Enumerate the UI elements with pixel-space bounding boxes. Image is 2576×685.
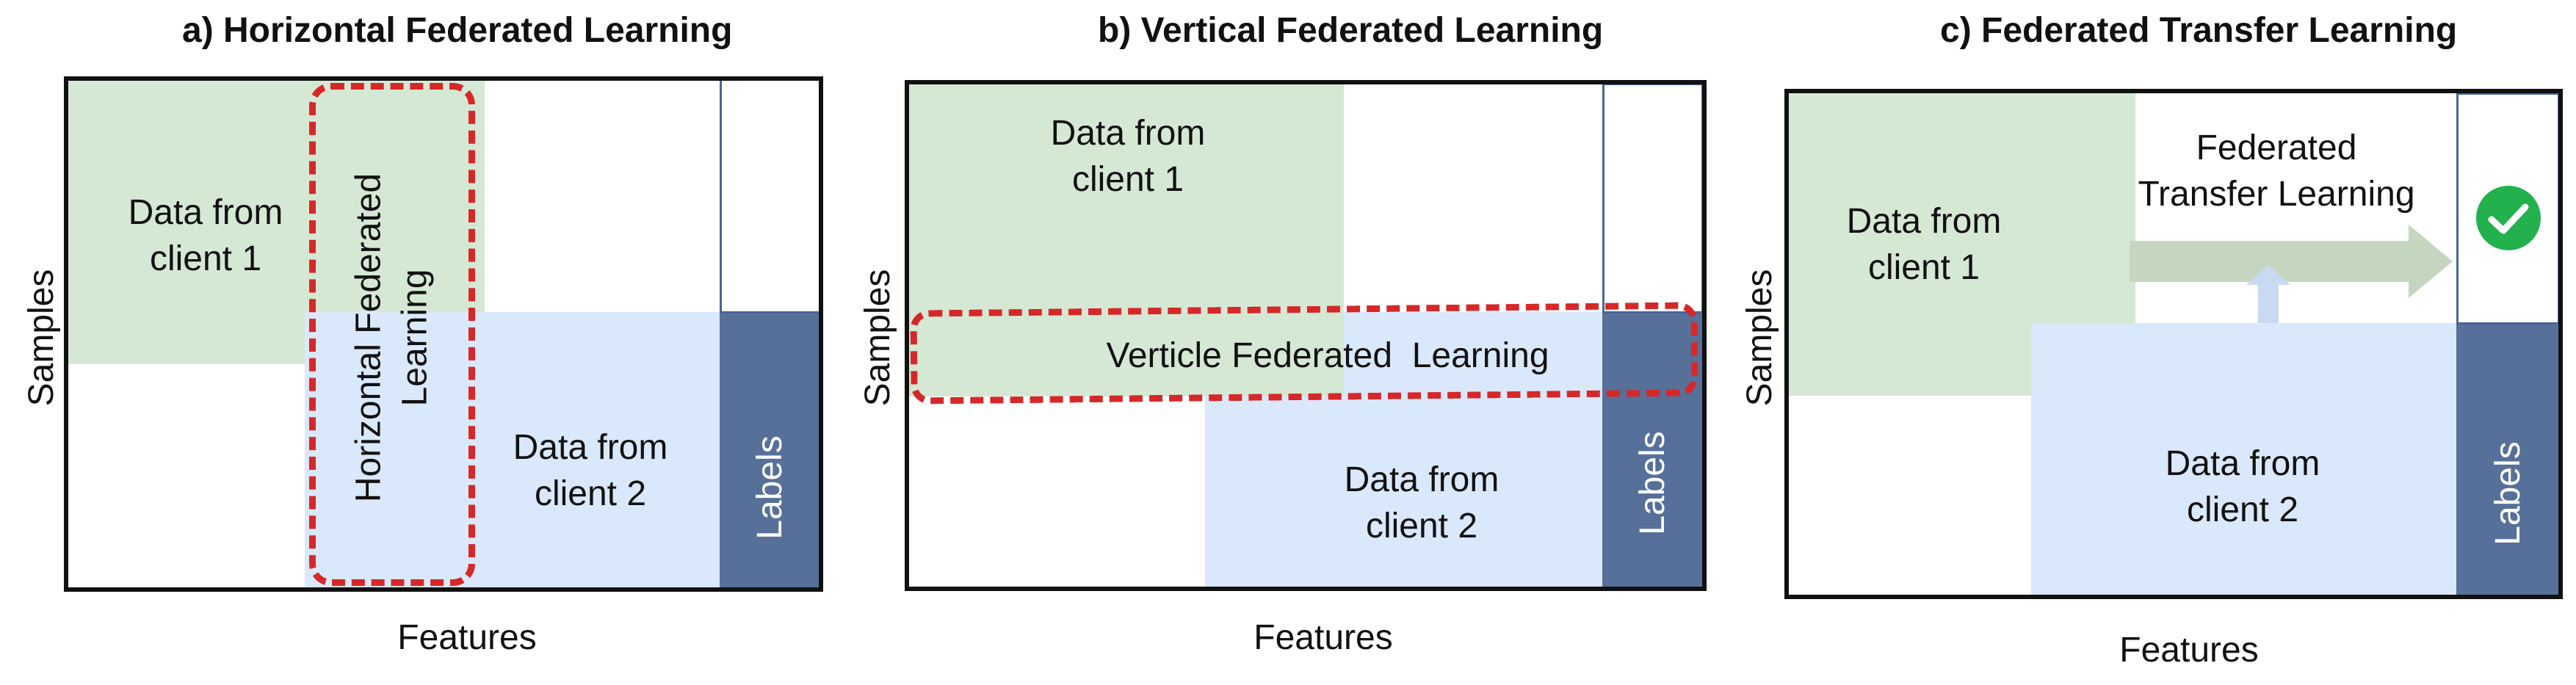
client2-label: Data from client 2 xyxy=(1344,460,1499,546)
highlight-label: Verticle Federated Learning xyxy=(1106,336,1549,375)
x-axis-label: Features xyxy=(2119,631,2259,670)
check-circle-icon xyxy=(2476,186,2541,250)
y-axis-label: Samples xyxy=(1740,269,1779,407)
labels-text: Labels xyxy=(750,435,789,540)
labels-column xyxy=(720,312,821,591)
highlight-label: Horizontal Federated Learning xyxy=(346,173,439,502)
client2-label: Data from client 2 xyxy=(513,428,668,514)
labels-column xyxy=(1602,312,1704,589)
client1-label: Data from client 1 xyxy=(1846,202,2002,288)
horizontal-fl-highlight xyxy=(309,83,475,586)
client2-label: Data from client 2 xyxy=(2165,444,2320,530)
transfer-label: Federated Transfer Learning xyxy=(2138,128,2415,214)
panel-b-title: b) Vertical Federated Learning xyxy=(1098,11,1604,50)
client1-data-block xyxy=(908,83,1344,396)
panel-c-title: c) Federated Transfer Learning xyxy=(1940,11,2458,50)
labels-text: Labels xyxy=(1633,431,1672,535)
highlight-label-text: Horizontal Federated Learning xyxy=(349,173,435,503)
y-axis-label: Samples xyxy=(22,269,61,407)
panel-a-title: a) Horizontal Federated Learning xyxy=(182,11,733,50)
data-frame xyxy=(1784,89,2563,599)
client2-data-block-left xyxy=(1205,396,1344,589)
client2-data-block xyxy=(2031,323,2456,597)
client2-data-block xyxy=(305,312,720,591)
x-axis-label: Features xyxy=(1253,618,1393,657)
client1-label: Data from client 1 xyxy=(128,193,283,279)
arrow-right-icon xyxy=(2130,225,2453,298)
x-axis-label: Features xyxy=(397,618,537,657)
data-frame xyxy=(905,80,1707,591)
client2-data-block-right xyxy=(1344,312,1602,589)
y-axis-label: Samples xyxy=(858,269,897,407)
labels-text: Labels xyxy=(2489,441,2528,546)
labels-column xyxy=(2456,323,2560,597)
arrow-up-icon xyxy=(2246,264,2290,323)
client1-label: Data from client 1 xyxy=(1050,114,1206,200)
data-frame xyxy=(64,76,823,592)
